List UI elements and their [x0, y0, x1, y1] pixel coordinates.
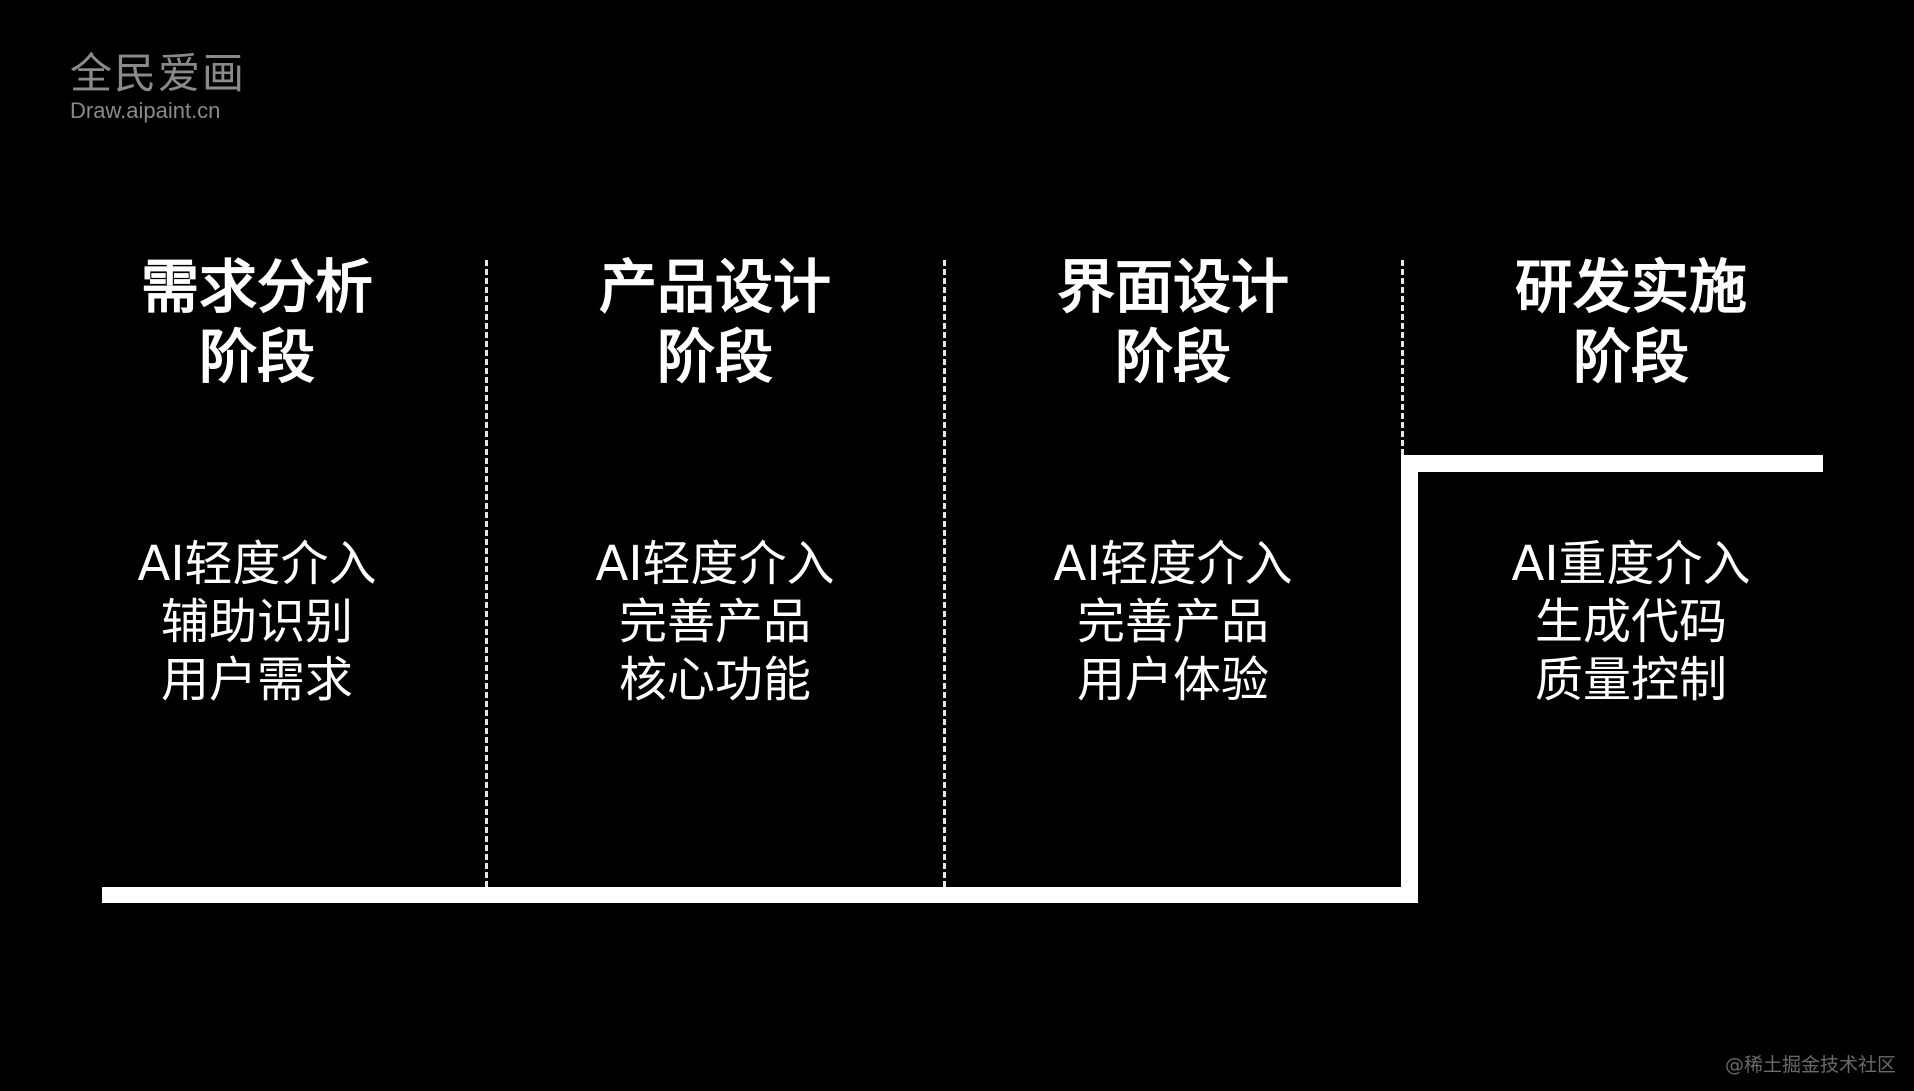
- stage-desc-line: 辅助识别: [160, 594, 353, 650]
- stage-product-design: 产品设计 阶段 AI轻度介入 完善产品 核心功能: [486, 0, 944, 1091]
- stage-title-line: 阶段: [656, 323, 773, 391]
- stage-desc-line: 质量控制: [1534, 652, 1727, 708]
- stage-desc-line: AI轻度介入: [1053, 536, 1293, 592]
- step-line-high: [1401, 455, 1823, 472]
- stage-title-line: 阶段: [1572, 323, 1689, 391]
- watermark: @稀土掘金技术社区: [1724, 1054, 1896, 1076]
- stage-divider: [1401, 260, 1404, 455]
- stage-desc-line: 用户体验: [1076, 652, 1269, 708]
- logo-url: Draw.aipaint.cn: [70, 98, 221, 123]
- stage-desc: AI轻度介入 完善产品 用户体验: [944, 535, 1402, 709]
- stage-requirements: 需求分析 阶段 AI轻度介入 辅助识别 用户需求: [28, 0, 486, 1091]
- stage-desc-line: 生成代码: [1534, 594, 1727, 650]
- stage-title-line: 产品设计: [598, 253, 831, 321]
- stage-divider: [943, 260, 946, 887]
- stage-desc: AI重度介入 生成代码 质量控制: [1402, 535, 1860, 709]
- stage-title: 界面设计 阶段: [944, 252, 1402, 392]
- stage-desc-line: AI轻度介入: [137, 536, 377, 592]
- logo-title: 全民爱画: [70, 49, 247, 98]
- stage-title-line: 界面设计: [1056, 253, 1289, 321]
- stage-desc-line: 核心功能: [618, 652, 811, 708]
- stage-title: 产品设计 阶段: [486, 252, 944, 392]
- stage-title: 研发实施 阶段: [1402, 252, 1860, 392]
- stage-desc-line: AI重度介入: [1511, 536, 1751, 592]
- step-line-low: [102, 887, 1418, 903]
- stage-divider: [485, 260, 488, 887]
- stage-ui-design: 界面设计 阶段 AI轻度介入 完善产品 用户体验: [944, 0, 1402, 1091]
- stage-title-line: 研发实施: [1514, 253, 1747, 321]
- stage-title: 需求分析 阶段: [28, 252, 486, 392]
- logo: 全民爱画 Draw.aipaint.cn: [70, 50, 246, 124]
- stage-title-line: 需求分析: [140, 253, 373, 321]
- stage-desc-line: 完善产品: [1076, 594, 1269, 650]
- stage-desc: AI轻度介入 完善产品 核心功能: [486, 535, 944, 709]
- stage-desc-line: 完善产品: [618, 594, 811, 650]
- stage-desc-line: 用户需求: [160, 652, 353, 708]
- stage-title-line: 阶段: [1114, 323, 1231, 391]
- stage-title-line: 阶段: [198, 323, 315, 391]
- stage-development: 研发实施 阶段 AI重度介入 生成代码 质量控制: [1402, 0, 1860, 1091]
- step-line-riser: [1401, 455, 1418, 903]
- stage-desc: AI轻度介入 辅助识别 用户需求: [28, 535, 486, 709]
- stage-desc-line: AI轻度介入: [595, 536, 835, 592]
